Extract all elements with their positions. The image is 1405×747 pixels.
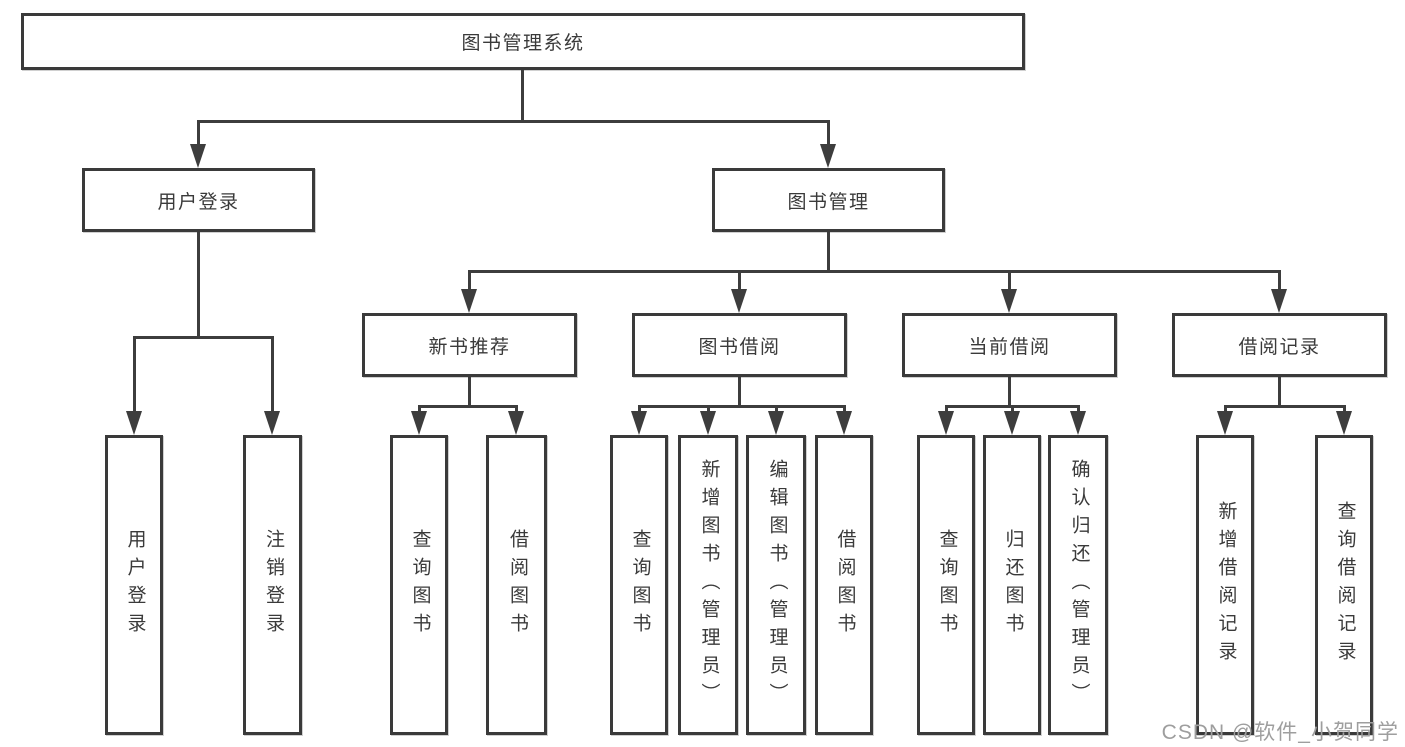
connector-recommend-vline	[468, 377, 471, 405]
arrow-down-to-current-borrow	[1001, 289, 1017, 313]
connector-recommend-stem-1	[418, 405, 421, 413]
connector-mgmt-hline	[468, 270, 1281, 273]
arrow-down-to-user-login	[190, 144, 206, 168]
arrow-down-to-borrow-edit	[768, 411, 784, 435]
connector-login-stem-1	[133, 336, 136, 413]
leaf-user-login-label: 用户登录	[124, 529, 146, 641]
arrow-down-to-leaf-logout	[264, 411, 280, 435]
leaf-recommend-query-books: 查询图书	[390, 435, 448, 735]
leaf-logout-label: 注销登录	[262, 529, 284, 641]
leaf-borrow-borrow-books: 借阅图书	[815, 435, 873, 735]
leaf-borrow-add-books-admin-label: 新增图书（管理员）	[698, 459, 720, 711]
arrow-down-to-borrow-add	[700, 411, 716, 435]
connector-login-hline	[133, 336, 274, 339]
leaf-borrow-add-books-admin: 新增图书（管理员）	[678, 435, 738, 735]
connector-mgmt-stem-2	[738, 270, 741, 291]
leaf-recommend-borrow-books-label: 借阅图书	[506, 529, 528, 641]
connector-root-hline	[197, 120, 830, 123]
connector-records-vline	[1278, 377, 1281, 405]
connector-mgmt-vline	[827, 232, 830, 272]
arrow-down-to-current-return	[1004, 411, 1020, 435]
leaf-current-query-books-label: 查询图书	[936, 529, 958, 641]
node-current-borrow: 当前借阅	[902, 313, 1117, 377]
arrow-down-to-current-query	[938, 411, 954, 435]
leaf-recommend-borrow-books: 借阅图书	[486, 435, 547, 735]
arrow-down-to-borrow-query	[631, 411, 647, 435]
connector-borrow-stem-2	[707, 405, 710, 413]
node-new-book-recommend: 新书推荐	[362, 313, 577, 377]
connector-borrow-hline	[638, 405, 845, 408]
connector-borrow-vline	[738, 377, 741, 405]
node-book-management-label: 图书管理	[787, 191, 870, 213]
arrow-down-to-leaf-user-login	[126, 411, 142, 435]
leaf-current-query-books: 查询图书	[917, 435, 975, 735]
connector-borrow-stem-3	[775, 405, 778, 413]
node-book-borrow: 图书借阅	[632, 313, 847, 377]
leaf-borrow-edit-books-admin: 编辑图书（管理员）	[746, 435, 806, 735]
connector-records-stem-1	[1224, 405, 1227, 413]
arrow-down-to-records-add	[1217, 411, 1233, 435]
leaf-borrow-query-books: 查询图书	[610, 435, 668, 735]
arrow-down-to-current-confirm	[1070, 411, 1086, 435]
node-current-borrow-label: 当前借阅	[968, 336, 1051, 358]
connector-recommend-stem-2	[515, 405, 518, 413]
leaf-add-borrow-record-label: 新增借阅记录	[1215, 501, 1237, 669]
leaf-current-confirm-return-admin: 确认归还（管理员）	[1048, 435, 1108, 735]
arrow-down-to-recommend-query	[411, 411, 427, 435]
node-user-login-label: 用户登录	[157, 191, 240, 213]
connector-mgmt-stem-3	[1008, 270, 1011, 291]
leaf-logout: 注销登录	[243, 435, 302, 735]
leaf-add-borrow-record: 新增借阅记录	[1196, 435, 1254, 735]
arrow-down-to-records-query	[1336, 411, 1352, 435]
connector-borrow-stem-4	[843, 405, 846, 413]
connector-mgmt-stem-4	[1278, 270, 1281, 291]
node-borrow-records-label: 借阅记录	[1238, 336, 1321, 358]
leaf-query-borrow-record-label: 查询借阅记录	[1334, 501, 1356, 669]
leaf-current-return-books-label: 归还图书	[1002, 529, 1024, 641]
connector-current-stem-3	[1077, 405, 1080, 413]
connector-mgmt-stem-1	[468, 270, 471, 291]
arrow-down-to-recommend-borrow	[508, 411, 524, 435]
connector-root-stem-right	[827, 120, 830, 146]
node-user-login: 用户登录	[82, 168, 315, 232]
connector-root-stem-left	[197, 120, 200, 146]
connector-login-stem-2	[271, 336, 274, 413]
csdn-watermark: CSDN @软件_小贺同学	[1161, 721, 1399, 744]
leaf-user-login: 用户登录	[105, 435, 163, 735]
connector-current-stem-1	[945, 405, 948, 413]
leaf-borrow-query-books-label: 查询图书	[629, 529, 651, 641]
node-borrow-records: 借阅记录	[1172, 313, 1387, 377]
leaf-query-borrow-record: 查询借阅记录	[1315, 435, 1373, 735]
leaf-recommend-query-books-label: 查询图书	[409, 529, 431, 641]
leaf-current-confirm-return-admin-label: 确认归还（管理员）	[1068, 459, 1090, 711]
arrow-down-to-book-management	[820, 144, 836, 168]
connector-root-vline	[521, 70, 524, 120]
connector-borrow-stem-1	[638, 405, 641, 413]
leaf-current-return-books: 归还图书	[983, 435, 1041, 735]
node-root-label: 图书管理系统	[461, 33, 585, 54]
node-new-book-recommend-label: 新书推荐	[428, 336, 511, 358]
connector-current-vline	[1008, 377, 1011, 405]
connector-recommend-hline	[418, 405, 517, 408]
connector-records-hline	[1224, 405, 1344, 408]
leaf-borrow-borrow-books-label: 借阅图书	[834, 529, 856, 641]
connector-records-stem-2	[1343, 405, 1346, 413]
connector-current-stem-2	[1011, 405, 1014, 413]
connector-login-vline	[197, 232, 200, 336]
node-book-borrow-label: 图书借阅	[698, 336, 781, 358]
arrow-down-to-borrow-records	[1271, 289, 1287, 313]
node-book-management: 图书管理	[712, 168, 945, 232]
arrow-down-to-borrow-borrow	[836, 411, 852, 435]
node-root: 图书管理系统	[21, 13, 1025, 70]
leaf-borrow-edit-books-admin-label: 编辑图书（管理员）	[766, 459, 788, 711]
arrow-down-to-new-book-recommend	[461, 289, 477, 313]
arrow-down-to-book-borrow	[731, 289, 747, 313]
